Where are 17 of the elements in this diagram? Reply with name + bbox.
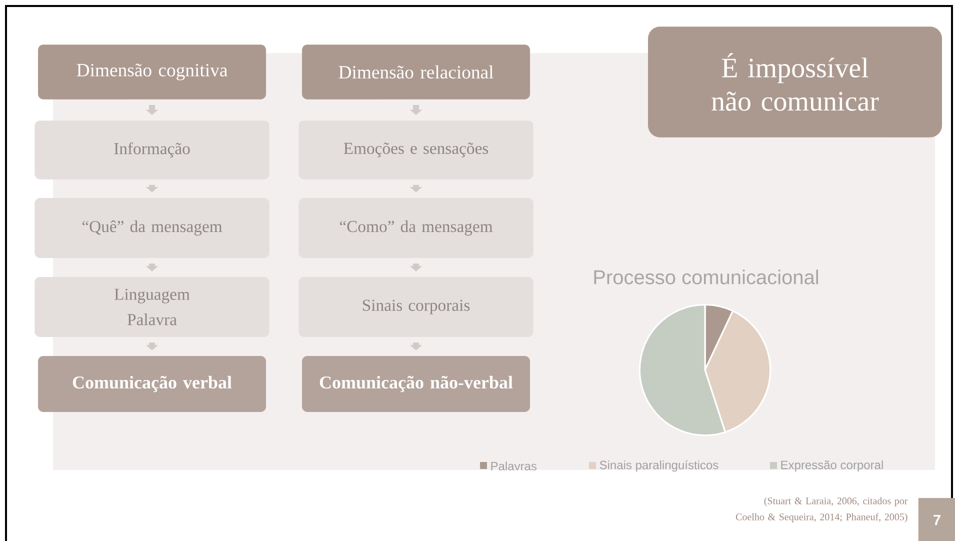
process-box: “Quê” da mensagem (34, 198, 270, 258)
legend-label: Sinais paralinguísticos (600, 460, 718, 472)
chart-title: Processo comunicacional (594, 270, 818, 284)
process-box: Sinais corporais (298, 277, 534, 337)
legend-label: Expressão corporal (781, 460, 883, 472)
citation: (Stuart & Laraia, 2006, citados por Coelho & Sequeira, 2014; Phaneuf, 2005) (736, 497, 908, 522)
legend-label: Palavras (491, 462, 537, 470)
process-box: Comunicação não-verbal (302, 356, 530, 412)
process-box: Linguagem Palavra (34, 277, 270, 337)
page-number: 7 (918, 498, 955, 541)
process-box: Emoções e sensações (298, 120, 534, 180)
process-box: Informação (34, 120, 270, 180)
process-box: Dimensão cognitiva (38, 44, 266, 100)
process-box: “Como” da mensagem (298, 198, 534, 258)
process-box: Comunicação verbal (38, 356, 266, 412)
title-box: É impossível não comunicar (648, 26, 942, 138)
process-box: Dimensão relacional (302, 44, 530, 100)
